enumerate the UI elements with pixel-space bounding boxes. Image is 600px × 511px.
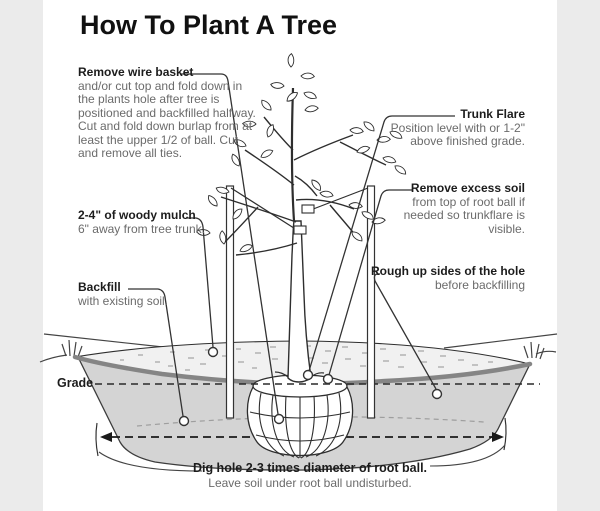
arrow-left-icon — [100, 432, 112, 442]
caption-dig-hole: Dig hole 2-3 times diameter of root ball… — [110, 461, 510, 491]
page-title: How To Plant A Tree — [80, 10, 338, 40]
grass-tuft-right — [523, 341, 545, 360]
annotation-remove-wire-basket: Remove wire basket and/or cut top and fo… — [78, 65, 256, 161]
annotation-heading: Remove wire basket — [78, 65, 194, 79]
annotation-body: before backfilling — [434, 277, 525, 292]
leader-trunk-flare — [308, 115, 455, 372]
leader-remove-excess-soil — [328, 189, 413, 376]
tree-crown — [195, 52, 408, 256]
mulch-speckles — [120, 345, 493, 371]
caption-heading: Dig hole 2-3 times diameter of root ball… — [192, 461, 428, 475]
stake-right — [366, 185, 376, 419]
annotation-backfill: Backfill with existing soil. — [78, 280, 238, 308]
annotation-heading: Backfill — [78, 280, 121, 294]
annotation-rough-up-sides: Rough up sides of the hole before backfi… — [325, 264, 525, 292]
stake-left — [225, 185, 235, 419]
root-ball — [246, 374, 354, 459]
support-stakes — [225, 185, 376, 419]
trunk-clamp — [293, 225, 307, 235]
leader-rough-up-sides — [373, 273, 437, 390]
tree-trunk — [274, 220, 325, 383]
leader-remove-wire-basket — [180, 73, 279, 415]
caption-body: Leave soil under root ball undisturbed. — [208, 476, 412, 490]
right-background-band — [557, 0, 600, 511]
root-ball-ribs — [249, 392, 351, 459]
annotation-body: 6" away from tree trunk. — [78, 221, 205, 236]
left-background-band — [0, 0, 43, 511]
leader-woody-mulch — [187, 217, 214, 348]
annotation-body: and/or cut top and fold down in the plan… — [78, 78, 256, 160]
annotation-heading: Rough up sides of the hole — [371, 264, 525, 278]
trunk-clamp — [301, 204, 315, 214]
grade-label: Grade — [57, 376, 94, 390]
guy-wires — [230, 187, 369, 235]
annotation-heading: Trunk Flare — [460, 107, 525, 121]
annotation-woody-mulch: 2-4" of woody mulch 6" away from tree tr… — [78, 208, 258, 236]
callout-leaders — [128, 73, 455, 417]
annotation-body: from top of root ball if needed so trunk… — [403, 194, 525, 236]
annotation-body: Position level with or 1-2" above finish… — [390, 120, 525, 148]
leader-backfill — [128, 288, 184, 417]
annotation-body: with existing soil. — [78, 293, 169, 308]
annotation-remove-excess-soil: Remove excess soil from top of root ball… — [403, 181, 525, 236]
annotation-heading: Remove excess soil — [410, 181, 525, 195]
callout-endpoints — [178, 346, 443, 427]
grass-tuft-left — [61, 339, 83, 358]
annotation-trunk-flare: Trunk Flare Position level with or 1-2" … — [379, 107, 525, 149]
annotation-heading: 2-4" of woody mulch — [78, 208, 196, 222]
arrow-right-icon — [492, 432, 504, 442]
ground-lines — [39, 333, 558, 363]
